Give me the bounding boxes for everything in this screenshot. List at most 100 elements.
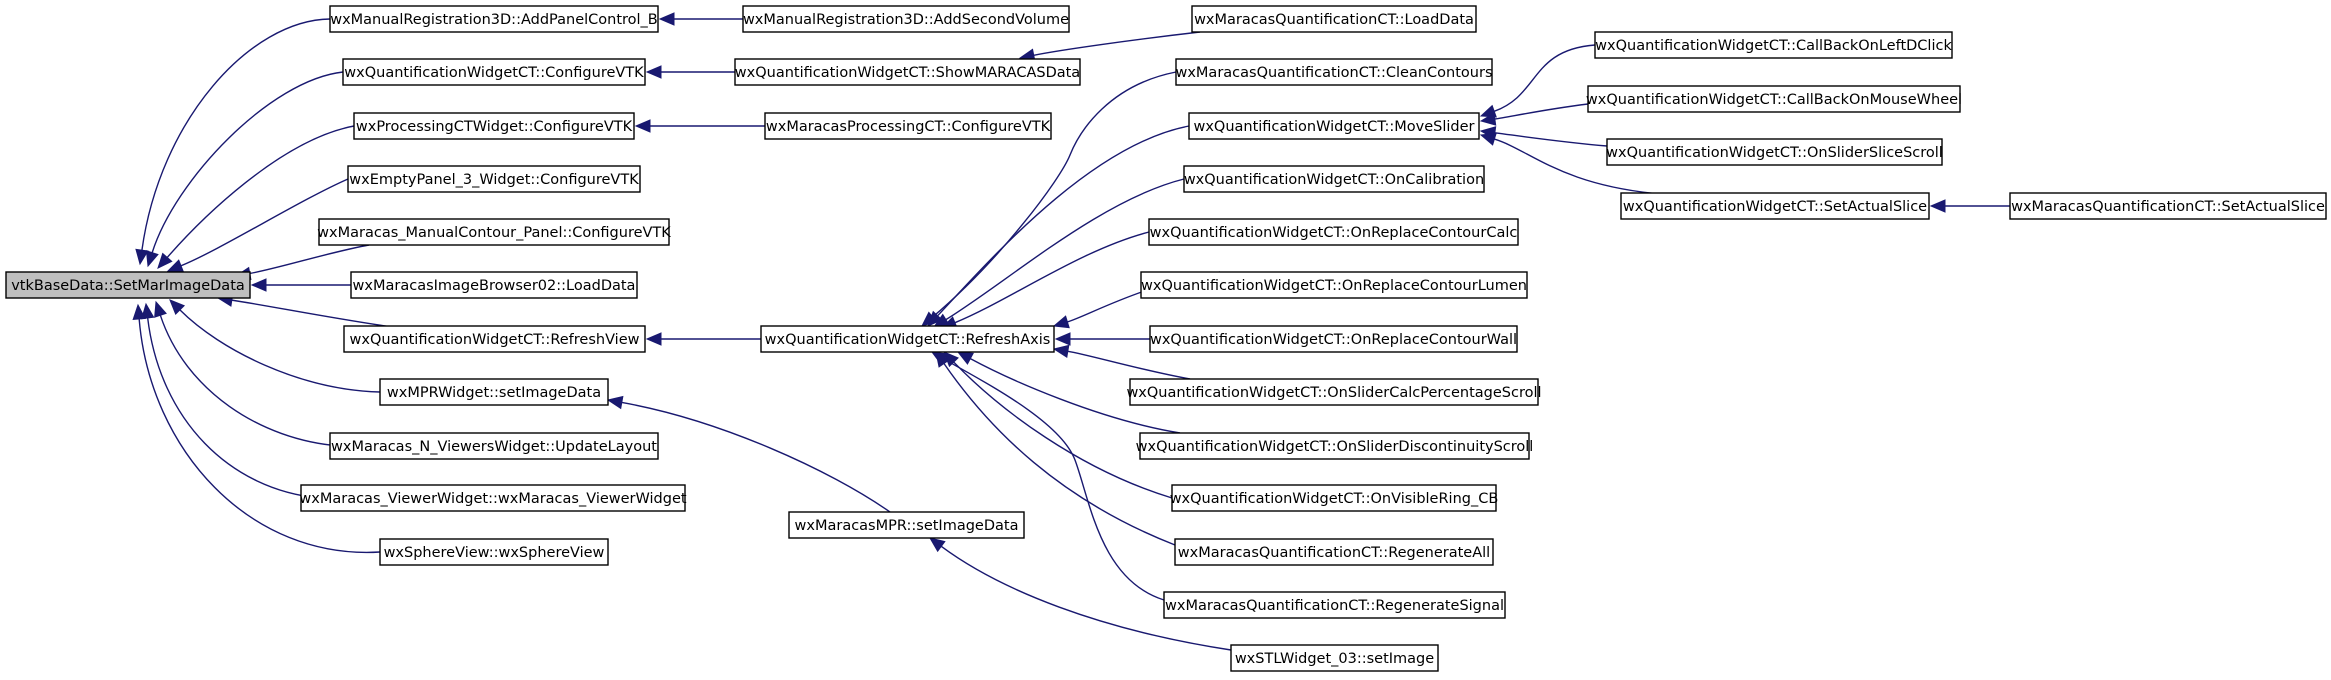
edge-arrowhead (645, 65, 662, 79)
node-box (379, 378, 609, 406)
node-showMaracasData[interactable]: wxQuantificationWidgetCT::ShowMARACASDat… (734, 58, 1081, 86)
node-qwConfigureVTK[interactable]: wxQuantificationWidgetCT::ConfigureVTK (342, 58, 646, 86)
node-box (347, 165, 641, 193)
node-label: wxSphereView::wxSphereView (384, 545, 605, 561)
edge-arrowhead (1052, 344, 1070, 359)
node-procConfigureVTK[interactable]: wxProcessingCTWidget::ConfigureVTK (353, 112, 635, 140)
node-root[interactable]: vtkBaseData::SetMarImageData (5, 271, 251, 299)
node-imageBrowserLoadData[interactable]: wxMaracasImageBrowser02::LoadData (350, 271, 638, 299)
node-box (1183, 165, 1485, 193)
edge-quantLoadData-to-showMaracasData (1033, 31, 1201, 56)
node-box (1140, 271, 1528, 299)
nodes: vtkBaseData::SetMarImageData wxManualRegi… (5, 5, 2327, 672)
node-regenerateAll[interactable]: wxMaracasQuantificationCT::RegenerateAll (1174, 538, 1494, 566)
edge-emptyPanelConfigureVTK-to-root (180, 178, 349, 267)
edge-procConfigureVTK-to-root (166, 125, 355, 258)
edge-arrowhead (927, 310, 943, 327)
node-label: wxMaracasQuantificationCT::LoadData (1194, 12, 1474, 28)
node-box (1620, 192, 1930, 220)
node-label: wxQuantificationWidgetCT::ConfigureVTK (344, 65, 644, 81)
edge-arrowhead (645, 332, 662, 346)
edge-arrowhead (132, 303, 146, 321)
edges (132, 12, 2010, 651)
edge-onReplaceContourCalc-to-refreshAxis (954, 231, 1150, 324)
node-label: wxMaracas_ViewerWidget::wxMaracas_Viewer… (299, 491, 686, 507)
node-box (1171, 484, 1497, 512)
node-label: wxMaracasQuantificationCT::RegenerateAll (1178, 545, 1490, 561)
edge-arrowhead (1479, 132, 1497, 146)
node-moveSlider[interactable]: wxQuantificationWidgetCT::MoveSlider (1188, 112, 1480, 140)
node-onVisibleRingCB[interactable]: wxQuantificationWidgetCT::OnVisibleRing_… (1170, 484, 1499, 512)
node-label: wxQuantificationWidgetCT::OnCalibration (1184, 172, 1484, 188)
node-sphereView[interactable]: wxSphereView::wxSphereView (379, 538, 609, 566)
edge-addPanelControlB-to-root (141, 18, 331, 251)
node-addPanelControlB[interactable]: wxManualRegistration3D::AddPanelControl_… (329, 5, 659, 33)
edge-onCalibration-to-refreshAxis (945, 178, 1185, 321)
node-setActualSlice[interactable]: wxQuantificationWidgetCT::SetActualSlice (1620, 192, 1930, 220)
edge-arrowhead (157, 252, 173, 269)
edge-onSliderDiscontinuityScroll-to-refreshAxis (969, 358, 1181, 434)
node-label: vtkBaseData::SetMarImageData (11, 278, 245, 294)
edge-mprSetImageData-to-root (179, 309, 381, 393)
node-onSliderCalcPercentageScroll[interactable]: wxQuantificationWidgetCT::OnSliderCalcPe… (1126, 378, 1542, 406)
edge-regenerateAll-to-refreshAxis (943, 363, 1176, 546)
edge-arrowhead (956, 351, 974, 365)
edge-regenerateSignal-to-refreshAxis (943, 358, 1165, 601)
edge-callBackOnLeftDClick-to-moveSlider (1493, 44, 1596, 112)
node-onReplaceContourWall[interactable]: wxQuantificationWidgetCT::OnReplaceConto… (1149, 325, 1518, 353)
node-label: wxQuantificationWidgetCT::CallBackOnLeft… (1595, 38, 1952, 54)
node-callBackOnMouseWheel[interactable]: wxQuantificationWidgetCT::CallBackOnMous… (1586, 85, 1962, 113)
node-label: wxMaracasQuantificationCT::RegenerateSig… (1165, 598, 1504, 614)
node-label: wxManualRegistration3D::AddSecondVolume (743, 12, 1069, 28)
node-box (1230, 644, 1439, 672)
edge-callBackOnMouseWheel-to-moveSlider (1494, 103, 1589, 120)
node-label: wxManualRegistration3D::AddPanelControl_… (330, 12, 658, 28)
node-addSecondVolume[interactable]: wxManualRegistration3D::AddSecondVolume (742, 5, 1070, 33)
node-box (343, 325, 646, 353)
node-nViewersUpdateLayout[interactable]: wxMaracas_N_ViewersWidget::UpdateLayout (329, 432, 659, 460)
edge-arrowhead (928, 537, 946, 553)
node-callBackOnLeftDClick[interactable]: wxQuantificationWidgetCT::CallBackOnLeft… (1594, 31, 1953, 59)
node-quantSetActualSlice[interactable]: wxMaracasQuantificationCT::SetActualSlic… (2009, 192, 2327, 220)
node-onSliderSliceScroll[interactable]: wxQuantificationWidgetCT::OnSliderSliceS… (1606, 138, 1943, 166)
node-emptyPanelConfigureVTK[interactable]: wxEmptyPanel_3_Widget::ConfigureVTK (347, 165, 641, 193)
node-maracasProcConfigureVTK[interactable]: wxMaracasProcessingCT::ConfigureVTK (764, 112, 1052, 140)
node-onReplaceContourCalc[interactable]: wxQuantificationWidgetCT::OnReplaceConto… (1148, 218, 1519, 246)
node-viewerWidget[interactable]: wxMaracas_ViewerWidget::wxMaracas_Viewer… (299, 484, 687, 512)
node-label: wxMaracasProcessingCT::ConfigureVTK (766, 119, 1051, 135)
node-label: wxQuantificationWidgetCT::OnSliderCalcPe… (1126, 385, 1541, 401)
edge-arrowhead (135, 248, 149, 266)
node-box (764, 112, 1052, 140)
node-quantLoadData[interactable]: wxMaracasQuantificationCT::LoadData (1191, 5, 1477, 33)
node-onReplaceContourLumen[interactable]: wxQuantificationWidgetCT::OnReplaceConto… (1140, 271, 1528, 299)
edge-cleanContours-to-refreshAxis (932, 71, 1177, 318)
node-label: wxProcessingCTWidget::ConfigureVTK (356, 119, 633, 135)
node-onCalibration[interactable]: wxQuantificationWidgetCT::OnCalibration (1183, 165, 1485, 193)
node-label: wxMaracasQuantificationCT::CleanContours (1175, 65, 1492, 81)
node-stlSetImage[interactable]: wxSTLWidget_03::setImage (1230, 644, 1439, 672)
node-maracasMprSetImageData[interactable]: wxMaracasMPR::setImageData (788, 511, 1025, 539)
node-box (1175, 58, 1493, 86)
edge-arrowhead (1054, 332, 1071, 346)
node-label: wxQuantificationWidgetCT::RefreshView (350, 332, 640, 348)
node-box (353, 112, 635, 140)
node-box (1163, 591, 1506, 619)
node-cleanContours[interactable]: wxMaracasQuantificationCT::CleanContours (1175, 58, 1493, 86)
node-refreshView[interactable]: wxQuantificationWidgetCT::RefreshView (343, 325, 646, 353)
node-mprSetImageData[interactable]: wxMPRWidget::setImageData (379, 378, 609, 406)
node-regenerateSignal[interactable]: wxMaracasQuantificationCT::RegenerateSig… (1163, 591, 1506, 619)
node-refreshAxis[interactable]: wxQuantificationWidgetCT::RefreshAxis (760, 325, 1055, 353)
edge-arrowhead (250, 278, 267, 292)
node-box (5, 271, 251, 299)
node-label: wxQuantificationWidgetCT::OnSliderDiscon… (1136, 439, 1534, 455)
node-label: wxQuantificationWidgetCT::SetActualSlice (1623, 199, 1927, 215)
edge-setActualSlice-to-moveSlider (1494, 138, 1661, 195)
edge-arrowhead (634, 119, 651, 133)
node-onSliderDiscontinuityScroll[interactable]: wxQuantificationWidgetCT::OnSliderDiscon… (1136, 432, 1534, 460)
node-label: wxMaracas_N_ViewersWidget::UpdateLayout (331, 439, 657, 455)
node-box (1149, 325, 1518, 353)
node-manualContourConfigureVTK[interactable]: wxMaracas_ManualContour_Panel::Configure… (317, 218, 671, 246)
node-box (742, 5, 1070, 33)
node-label: wxQuantificationWidgetCT::OnReplaceConto… (1150, 225, 1518, 241)
